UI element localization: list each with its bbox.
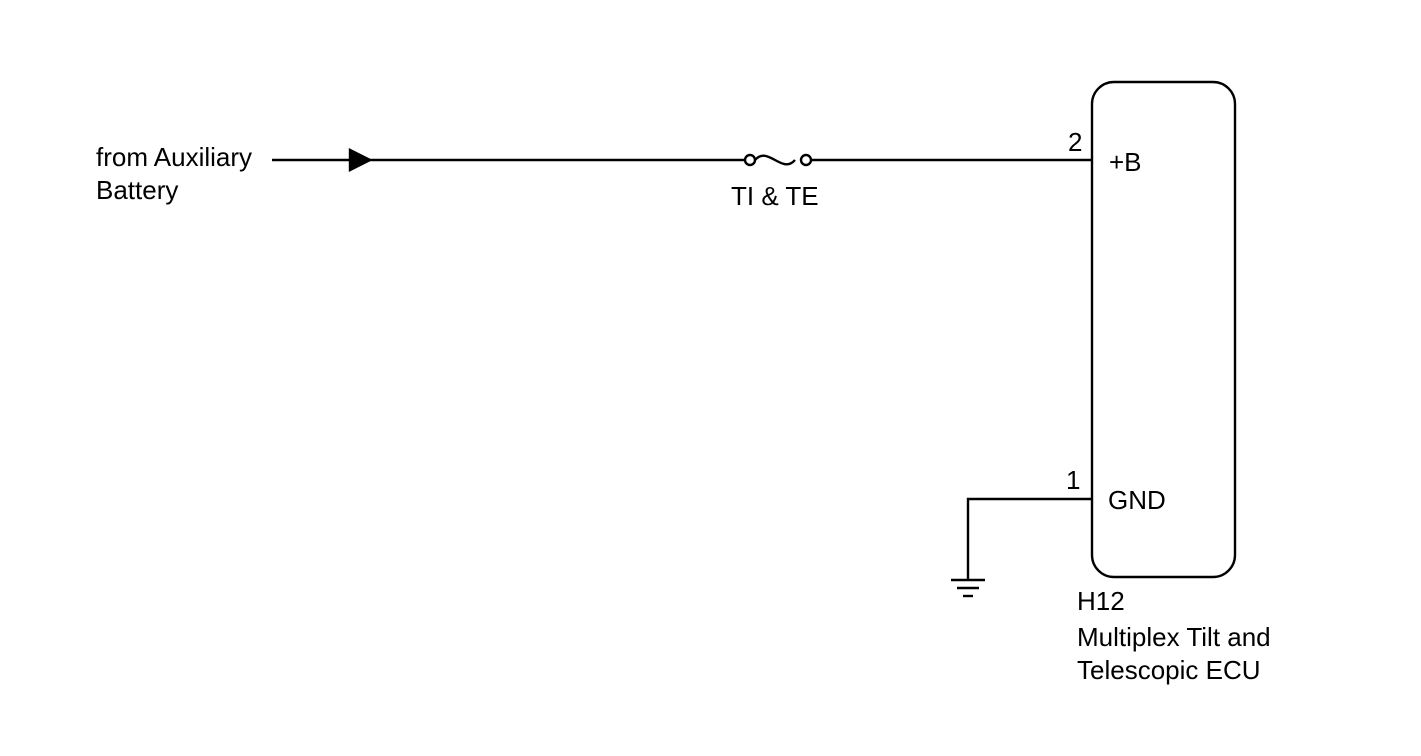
fuse-icon <box>743 153 813 167</box>
wire-ground <box>966 497 1092 580</box>
pin-name-plus-b: +B <box>1109 147 1142 177</box>
ecu-box <box>1090 80 1237 579</box>
fuse-label: TI & TE <box>731 181 819 211</box>
ecu-name-line2: Telescopic ECU <box>1077 655 1261 685</box>
arrow-icon <box>348 148 373 172</box>
ecu-code: H12 <box>1077 586 1125 616</box>
pin-name-gnd: GND <box>1108 485 1166 515</box>
pin-number-1: 1 <box>1066 465 1081 495</box>
source-label-line1: from Auxiliary <box>96 142 253 172</box>
pin-number-2: 2 <box>1068 127 1083 157</box>
ground-icon <box>951 578 985 598</box>
source-label-line2: Battery <box>96 175 179 205</box>
ecu-name-line1: Multiplex Tilt and <box>1077 622 1271 652</box>
